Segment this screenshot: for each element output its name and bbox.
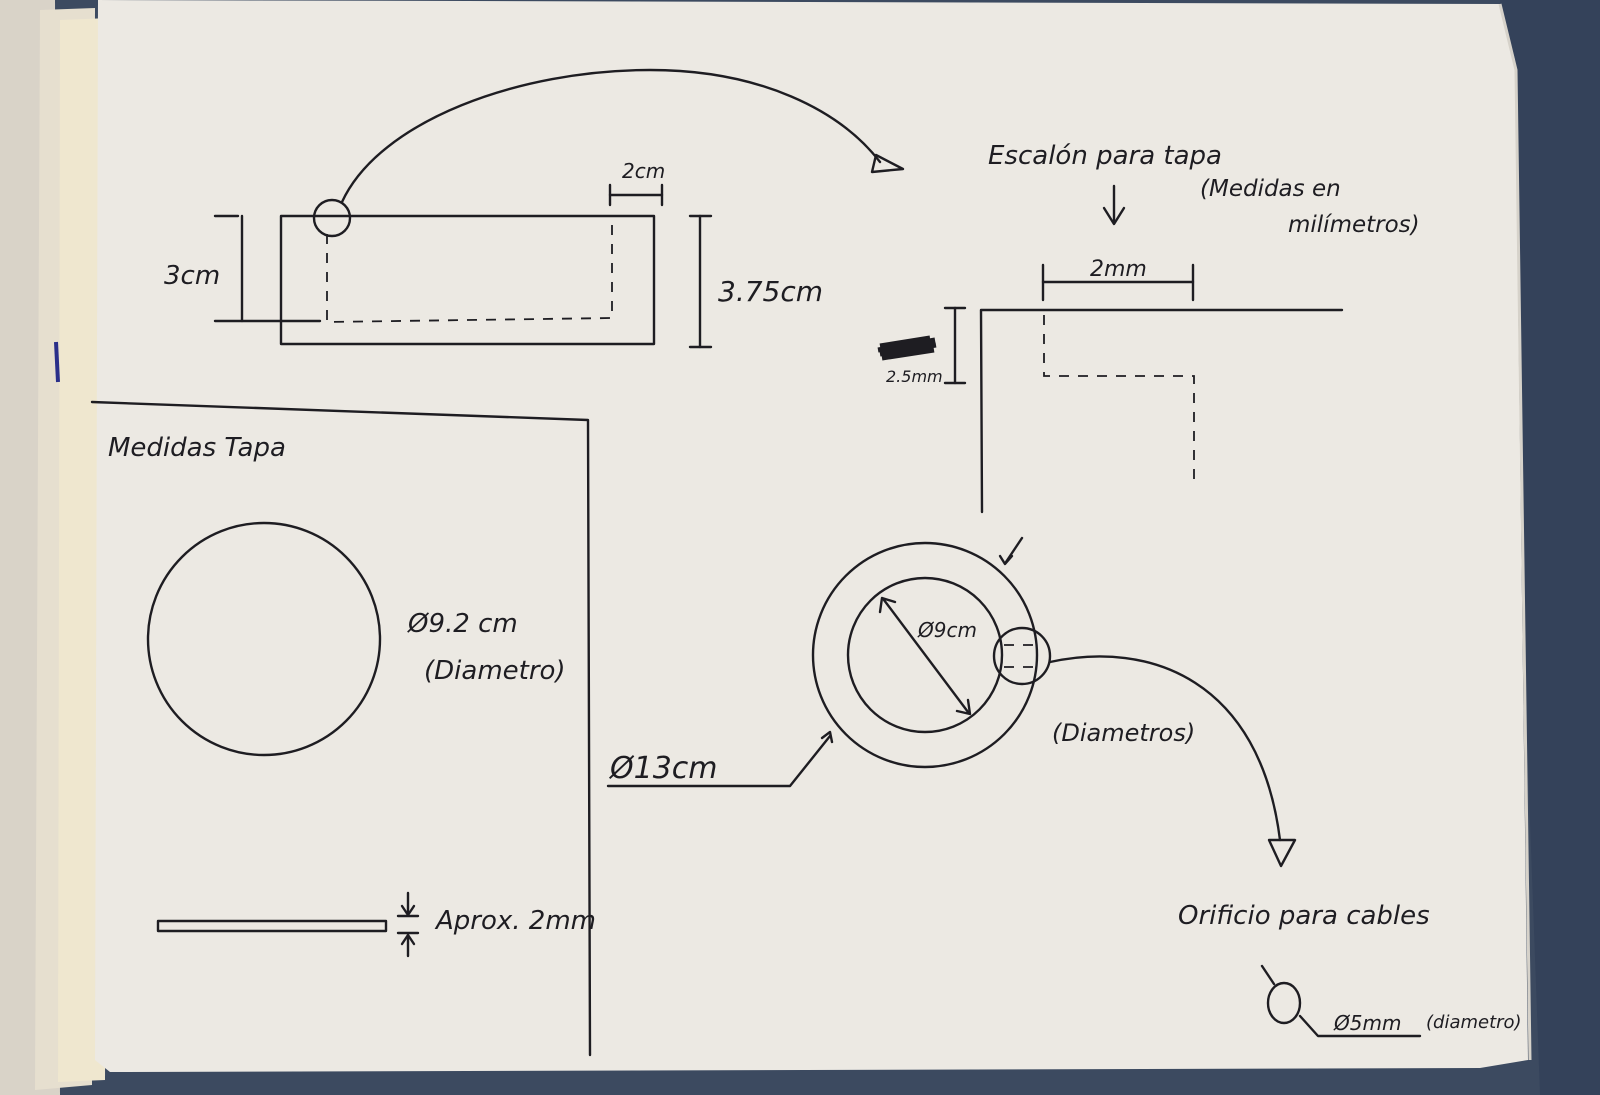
lid-panel (90, 400, 592, 1057)
ring-top-view (606, 536, 1422, 1038)
step-units-line2: milímetros) (1288, 212, 1420, 238)
step-units-line1: (Medidas en (1200, 176, 1341, 202)
lid-diameter-note: (Diametro) (424, 656, 566, 686)
paper-sheet (95, 0, 1528, 1072)
cable-hole-marker (992, 626, 1052, 686)
step-title: Escalón para tapa (988, 141, 1222, 171)
top-width-label: 2cm (622, 159, 665, 183)
step-depth-label: 2.5mm (886, 367, 943, 386)
outer-diameter-label: Ø13cm (608, 751, 718, 786)
step-detail-drawing (877, 184, 1344, 514)
cable-hole-diameter: Ø5mm (1333, 1011, 1401, 1035)
inner-ring-circle (846, 576, 1004, 734)
cable-hole-circle (1266, 981, 1302, 1025)
lid-circle (146, 521, 382, 757)
cable-hole-note: (diametro) (1426, 1012, 1522, 1033)
lid-thickness-label: Aprox. 2mm (434, 906, 596, 936)
side-view-drawing (213, 68, 905, 349)
left-height-label: 3cm (164, 261, 220, 291)
right-height-label: 3.75cm (718, 275, 823, 308)
ring-note: (Diametros) (1052, 719, 1195, 747)
step-width-label: 2mm (1090, 257, 1147, 282)
lid-diameter-label: Ø9.2 cm (407, 609, 518, 639)
cable-hole-title: Orificio para cables (1178, 901, 1430, 931)
inner-diameter-label: Ø9cm (917, 618, 977, 642)
lid-thickness-bar (156, 919, 388, 933)
outer-ring-circle (811, 541, 1039, 769)
lid-title: Medidas Tapa (108, 433, 286, 463)
